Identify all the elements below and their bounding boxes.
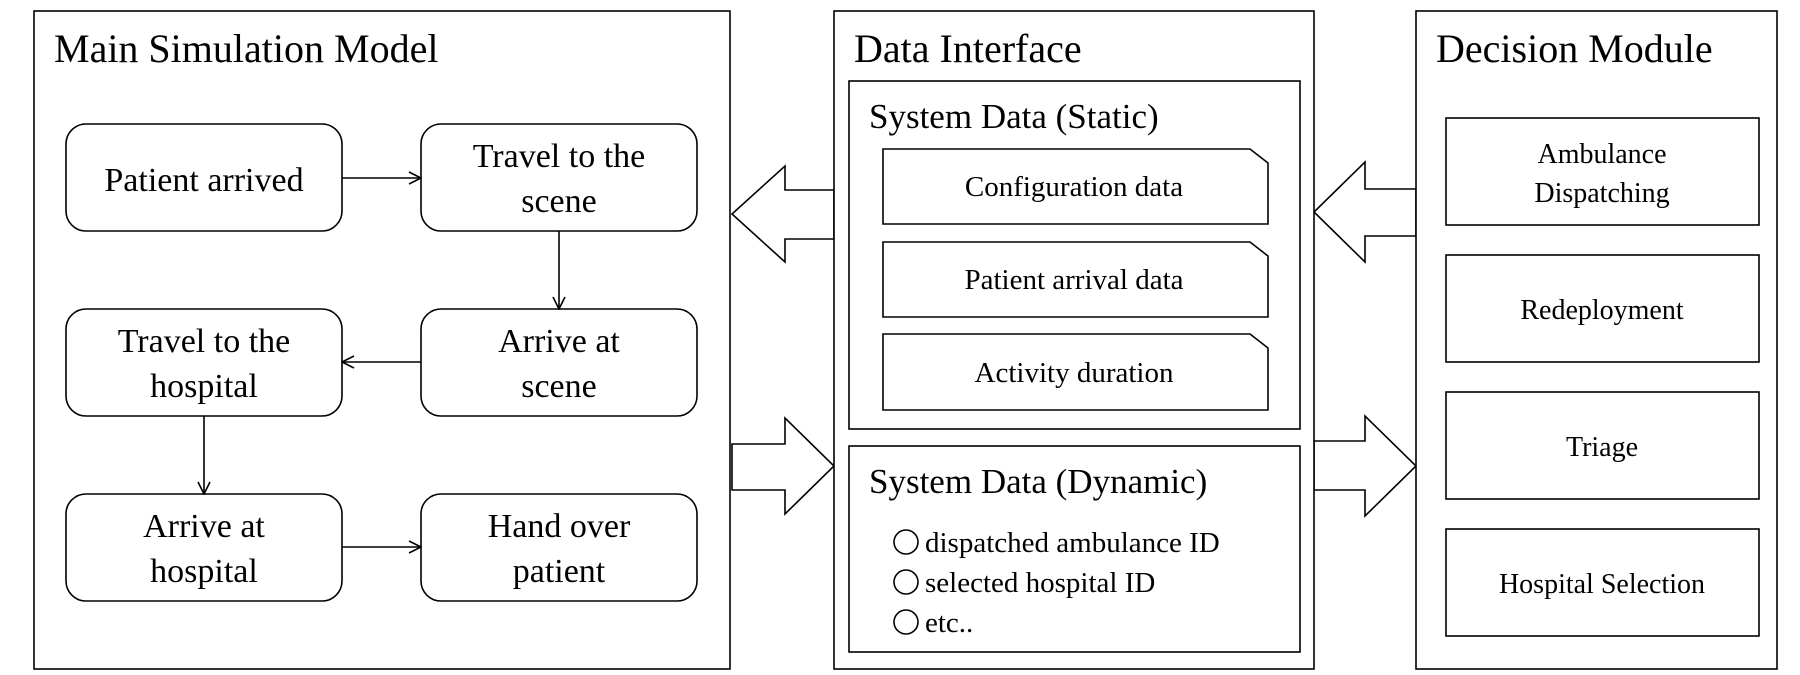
dynamic-item-etc: etc.. xyxy=(893,607,973,639)
block-arrow-model-to-interface xyxy=(731,416,836,516)
data-interface-panel: Data Interface System Data (Static) Conf… xyxy=(833,10,1315,670)
main-simulation-model-panel: Main Simulation Model Patient arrived Tr… xyxy=(33,10,731,670)
node-travel-to-hospital: Travel to the hospital xyxy=(65,308,343,417)
decision-redeployment: Redeployment xyxy=(1445,254,1760,363)
static-item-activity-duration-label: Activity duration xyxy=(975,357,1174,389)
decision-redeployment-label: Redeployment xyxy=(1520,295,1684,326)
system-data-dynamic-title: System Data (Dynamic) xyxy=(869,462,1207,501)
node-travel-to-hospital-line2: hospital xyxy=(150,368,258,405)
dynamic-item-dispatched-ambulance-id: dispatched ambulance ID xyxy=(893,527,1220,559)
system-data-dynamic-box xyxy=(848,445,1301,653)
node-patient-arrived: Patient arrived xyxy=(65,123,343,232)
decision-module-panel: Decision Module Ambulance Dispatching Re… xyxy=(1415,10,1778,670)
node-arrive-at-scene-line1: Arrive at xyxy=(498,323,620,360)
node-patient-arrived-label: Patient arrived xyxy=(104,162,303,199)
node-arrive-at-scene-line2: scene xyxy=(521,368,597,405)
dynamic-item-etc-label: etc.. xyxy=(925,607,973,639)
static-item-configuration-data: Configuration data xyxy=(882,148,1269,225)
static-item-activity-duration: Activity duration xyxy=(882,333,1269,411)
decision-triage-label: Triage xyxy=(1566,432,1638,463)
node-travel-to-scene: Travel to the scene xyxy=(420,123,698,232)
node-travel-to-hospital-line1: Travel to the xyxy=(118,323,291,360)
node-arrive-at-hospital-line1: Arrive at xyxy=(143,508,265,545)
data-interface-title: Data Interface xyxy=(854,26,1082,71)
block-arrow-interface-to-model xyxy=(730,164,835,264)
block-arrow-decision-to-interface xyxy=(1312,160,1417,264)
static-item-patient-arrival-data: Patient arrival data xyxy=(882,241,1269,318)
circle-bullet-icon xyxy=(893,609,919,635)
decision-hospital-selection: Hospital Selection xyxy=(1445,528,1760,637)
node-travel-to-scene-line1: Travel to the xyxy=(473,138,646,175)
decision-hospital-selection-label: Hospital Selection xyxy=(1499,569,1705,600)
decision-triage: Triage xyxy=(1445,391,1760,500)
main-simulation-model-title: Main Simulation Model xyxy=(54,26,438,71)
decision-ambulance-dispatching: Ambulance Dispatching xyxy=(1445,117,1760,226)
block-arrow-interface-to-decision xyxy=(1313,414,1418,518)
node-hand-over-patient-line2: patient xyxy=(513,553,606,590)
node-hand-over-patient-line1: Hand over xyxy=(488,508,631,545)
dynamic-item-selected-hospital-id: selected hospital ID xyxy=(893,567,1155,599)
decision-ambulance-dispatching-line1: Ambulance xyxy=(1537,139,1666,170)
decision-ambulance-dispatching-line2: Dispatching xyxy=(1534,178,1669,209)
decision-module-title: Decision Module xyxy=(1436,26,1713,71)
node-hand-over-patient: Hand over patient xyxy=(420,493,698,602)
circle-bullet-icon xyxy=(893,569,919,595)
circle-bullet-icon xyxy=(893,529,919,555)
dynamic-item-dispatched-ambulance-id-label: dispatched ambulance ID xyxy=(925,527,1220,559)
node-travel-to-scene-line2: scene xyxy=(521,183,597,220)
dynamic-item-selected-hospital-id-label: selected hospital ID xyxy=(925,567,1155,599)
node-arrive-at-scene: Arrive at scene xyxy=(420,308,698,417)
static-item-configuration-data-label: Configuration data xyxy=(965,171,1183,203)
node-arrive-at-hospital: Arrive at hospital xyxy=(65,493,343,602)
node-arrive-at-hospital-line2: hospital xyxy=(150,553,258,590)
system-data-static-title: System Data (Static) xyxy=(869,97,1159,136)
static-item-patient-arrival-data-label: Patient arrival data xyxy=(964,264,1183,296)
